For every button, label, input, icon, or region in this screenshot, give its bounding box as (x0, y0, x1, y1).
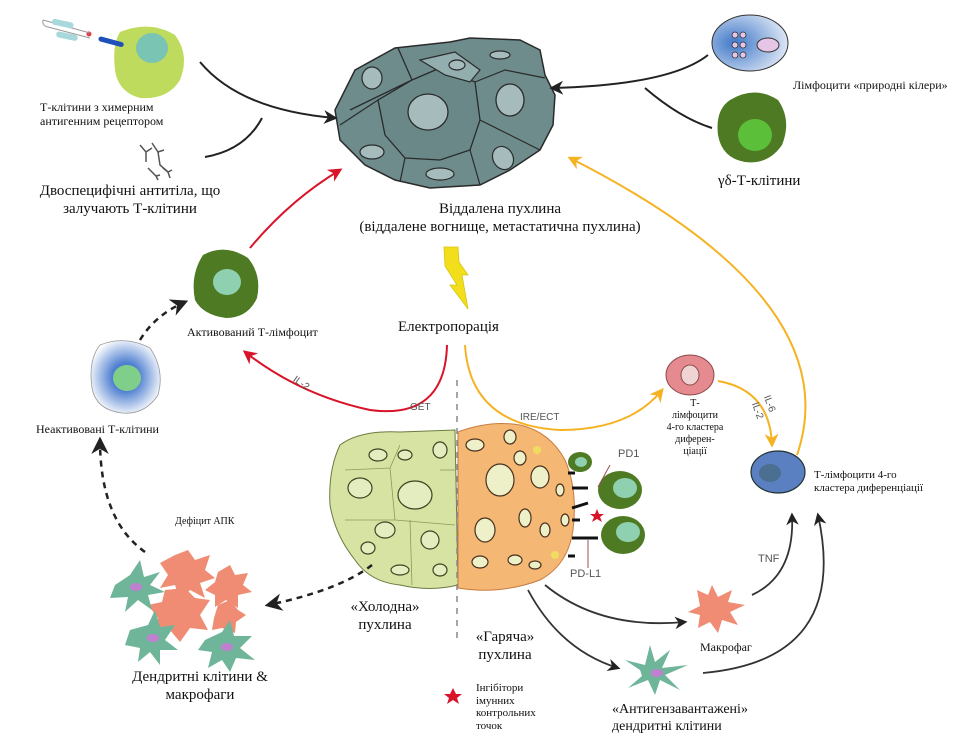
label-gd-t-cells: γδ-Т-клітини (718, 173, 801, 189)
label-distant-tumor-title: Віддалена пухлина (438, 201, 562, 217)
arrow-car-t-to-tumor (199, 61, 338, 125)
gd-t-cell (717, 92, 787, 163)
label-bispecific: Двоспецифічні антитіла, що залучають Т-к… (39, 183, 221, 217)
label-electroporation: Електропорація (398, 319, 499, 335)
label-macrophage: Макрофаг (700, 640, 752, 654)
dendritic-macrophage-cluster (110, 550, 255, 672)
label-tnf: TNF (758, 553, 780, 565)
arrow-apc-to-inactive (91, 436, 146, 554)
cold-tumor (329, 429, 459, 589)
arrow-dendritic-to-cd4 (702, 512, 827, 674)
label-hot-tumor: «Гаряча» пухлина (475, 629, 535, 663)
label-pd-l1: PD-L1 (570, 568, 602, 580)
pd1-t-cells (568, 452, 645, 568)
lightning-bolt-icon (443, 246, 469, 310)
arrow-cold-to-apc (264, 564, 373, 611)
arrow-gd-merge (644, 87, 713, 129)
label-ire-ect: IRE/ECT (520, 412, 560, 423)
cd4-t-cell-large (750, 450, 806, 494)
arrow-cd4-to-tumor (567, 156, 807, 456)
arrow-inactive-to-activated (138, 299, 189, 341)
nk-cell (711, 14, 789, 72)
label-dendritic-macro: Дендритні клітини & макрофаги (132, 669, 268, 703)
label-cold-tumor: «Холодна» пухлина (350, 599, 420, 633)
label-car-t: Т-клітини з химерним антигенним рецептор… (40, 100, 164, 129)
distant-tumor (334, 37, 556, 189)
label-cd4-large: Т-лімфоцити 4-го кластера диференціації (814, 469, 924, 495)
arrow-bispecific-merge (204, 117, 263, 158)
label-apc-deficit: Дефіцит АПК (175, 516, 235, 527)
arrow-macrophage-to-cd4 (751, 512, 799, 596)
antigen-loaded-dendritic-cell (625, 645, 688, 695)
checkpoint-inhibitor-star-icon (590, 509, 604, 522)
arrow-nk-to-tumor (549, 54, 709, 95)
activated-t-cell (193, 249, 259, 318)
label-cd4-small: Т- лімфоцити 4-го кластера диферен- ціац… (666, 398, 724, 457)
arrow-activated-t-to-tumor (249, 168, 343, 249)
cd4-t-cell-small (665, 354, 715, 396)
label-checkpoint-inhibitors: Інгібітори імунних контрольних точок (476, 682, 536, 732)
arrow-hot-to-dendritic (527, 589, 621, 672)
inactive-t-cell (90, 340, 161, 414)
bispecific-antibodies-icon (139, 142, 173, 181)
label-nk-cells: Лімфоцити «природні кілери» (793, 78, 948, 92)
label-get: GET (410, 402, 431, 413)
label-distant-tumor: Віддалена пухлина (віддалене вогнище, ме… (335, 200, 665, 236)
arrow-get-to-activated-t (242, 344, 448, 413)
arrow-ire-ect-to-cd4 (464, 344, 664, 432)
arrow-cd4-small-to-large (717, 380, 779, 448)
macrophage-cell (688, 585, 745, 633)
legend-star-icon (444, 688, 462, 704)
label-pd1: PD1 (618, 448, 640, 460)
label-inactive-t: Неактивовані Т-клітини (36, 422, 159, 436)
label-distant-tumor-subtitle: (віддалене вогнище, метастатична пухлина… (359, 219, 641, 235)
label-antigen-loaded-dc: «Антигензавантажені» дендритні клітини (612, 702, 748, 734)
label-activated-t: Активований Т-лімфоцит (187, 325, 318, 339)
hot-tumor (457, 423, 575, 591)
car-t-cell (42, 18, 184, 99)
arrow-hot-to-macrophage (544, 584, 688, 630)
